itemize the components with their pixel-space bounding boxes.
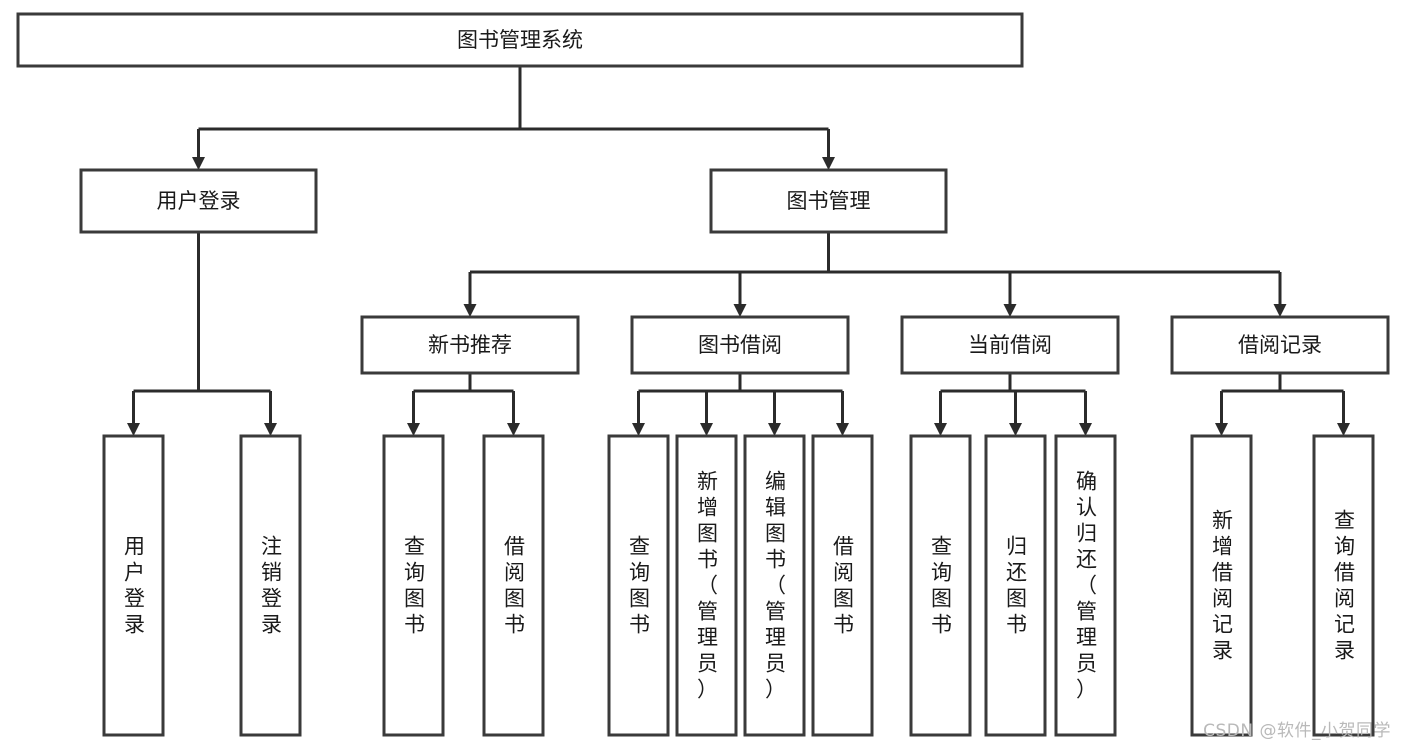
node-l-cur-confirm[interactable]: 确认归还（管理员） [1054,434,1117,737]
edge-group [127,232,277,436]
node-box [984,434,1047,737]
node-box [709,168,948,234]
edge-group [192,66,835,170]
node-box [16,12,1024,68]
edge-group [934,373,1092,436]
node-label: 查询借阅记录 [1334,509,1355,663]
node-label: 查询图书 [629,535,650,637]
node-box [1170,315,1390,375]
edge-group [463,232,1287,317]
node-n-current[interactable]: 当前借阅 [900,315,1120,375]
node-l-nr-borrow[interactable]: 借阅图书 [482,434,545,737]
node-l-user-login[interactable]: 用户登录 [102,434,165,737]
node-l-bw-borrow[interactable]: 借阅图书 [811,434,874,737]
node-label: 借阅图书 [833,535,854,637]
node-l-cur-query[interactable]: 查询图书 [909,434,972,737]
node-n-book-mgmt[interactable]: 图书管理 [709,168,948,234]
node-n-new-rec[interactable]: 新书推荐 [360,315,580,375]
node-label: 借阅图书 [504,535,525,637]
node-label: 用户登录 [124,535,145,637]
node-box [743,434,806,737]
node-box [811,434,874,737]
node-box [360,315,580,375]
node-label: 归还图书 [1006,535,1027,637]
edge-group [407,373,520,436]
node-label: 新增图书（管理员） [697,470,718,702]
node-box [239,434,302,737]
node-l-bw-add[interactable]: 新增图书（管理员） [675,434,738,737]
node-l-rec-add[interactable]: 新增借阅记录 [1190,434,1253,737]
node-l-bw-edit[interactable]: 编辑图书（管理员） [743,434,806,737]
node-n-borrow[interactable]: 图书借阅 [630,315,850,375]
edge-group [1215,373,1350,436]
node-box [102,434,165,737]
node-root[interactable]: 图书管理系统 [16,12,1024,68]
node-label: 新增借阅记录 [1212,509,1233,663]
node-label: 确认归还（管理员） [1076,470,1097,702]
node-label: 新书推荐 [428,333,512,357]
node-label: 当前借阅 [968,333,1052,357]
nodes-layer: 图书管理系统用户登录图书管理新书推荐图书借阅当前借阅借阅记录用户登录注销登录查询… [16,12,1390,737]
node-label: 图书管理 [787,189,871,213]
node-box [482,434,545,737]
node-box [900,315,1120,375]
node-l-nr-query[interactable]: 查询图书 [382,434,445,737]
node-box [382,434,445,737]
node-label: 编辑图书（管理员） [765,470,786,702]
node-n-user-login[interactable]: 用户登录 [79,168,318,234]
node-box [1312,434,1375,737]
node-label: 图书管理系统 [457,28,583,52]
node-l-cur-return[interactable]: 归还图书 [984,434,1047,737]
node-n-records[interactable]: 借阅记录 [1170,315,1390,375]
node-box [1054,434,1117,737]
node-box [630,315,850,375]
edge-group [632,373,849,436]
node-l-rec-query[interactable]: 查询借阅记录 [1312,434,1375,737]
node-label: 用户登录 [157,189,241,213]
node-label: 查询图书 [404,535,425,637]
node-l-bw-query[interactable]: 查询图书 [607,434,670,737]
node-label: 图书借阅 [698,333,782,357]
node-label: 借阅记录 [1238,333,1322,357]
node-l-user-logout[interactable]: 注销登录 [239,434,302,737]
node-box [607,434,670,737]
node-label: 注销登录 [261,535,282,637]
node-box [909,434,972,737]
node-label: 查询图书 [931,535,952,637]
edges-layer [127,66,1350,436]
node-box [79,168,318,234]
node-box [675,434,738,737]
node-box [1190,434,1253,737]
